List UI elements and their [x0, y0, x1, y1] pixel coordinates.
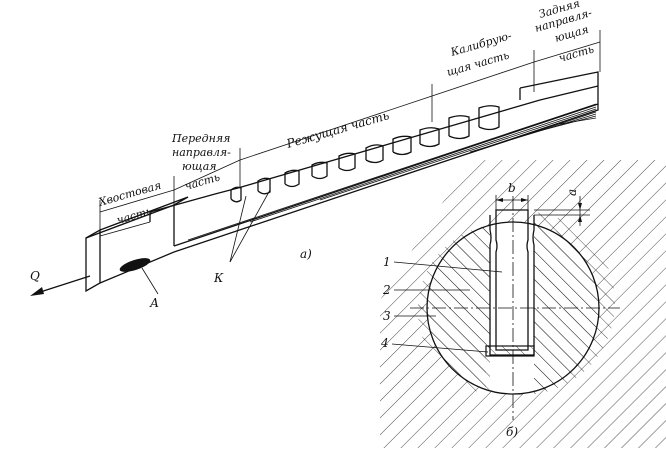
teeth-leader-1	[229, 195, 247, 263]
fig-a-label: а)	[300, 247, 312, 261]
fig-b-label: б)	[506, 425, 518, 439]
front-guide-label-1: Передняя	[171, 132, 230, 145]
broach-body	[85, 71, 599, 293]
broach-teeth	[230, 105, 500, 203]
front-guide-label-3: ющая	[182, 160, 217, 173]
force-label: Q	[30, 269, 40, 283]
depth-label: a	[565, 189, 579, 196]
cross-section: b a 1 2 3 4 б)	[380, 160, 666, 448]
teeth-label: К	[213, 271, 224, 285]
teeth-leader-2	[229, 189, 271, 263]
tail-label-2: часть	[115, 204, 153, 226]
part-3-label: 3	[383, 309, 391, 323]
width-label: b	[508, 181, 516, 195]
part-2-label: 2	[382, 283, 391, 297]
dimension-lines	[99, 30, 601, 236]
front-guide-label-4: часть	[183, 170, 221, 192]
tail-label-1: Хвостовая	[96, 179, 162, 210]
part-4-label: 4	[380, 336, 389, 350]
hole-label: А	[149, 296, 159, 310]
part-1-label: 1	[383, 255, 391, 269]
rear-guide-label-4: часть	[557, 42, 595, 64]
front-guide-label-2: направля-	[172, 146, 231, 159]
hole-leader	[141, 267, 159, 295]
force-arrow: Q	[30, 269, 91, 296]
